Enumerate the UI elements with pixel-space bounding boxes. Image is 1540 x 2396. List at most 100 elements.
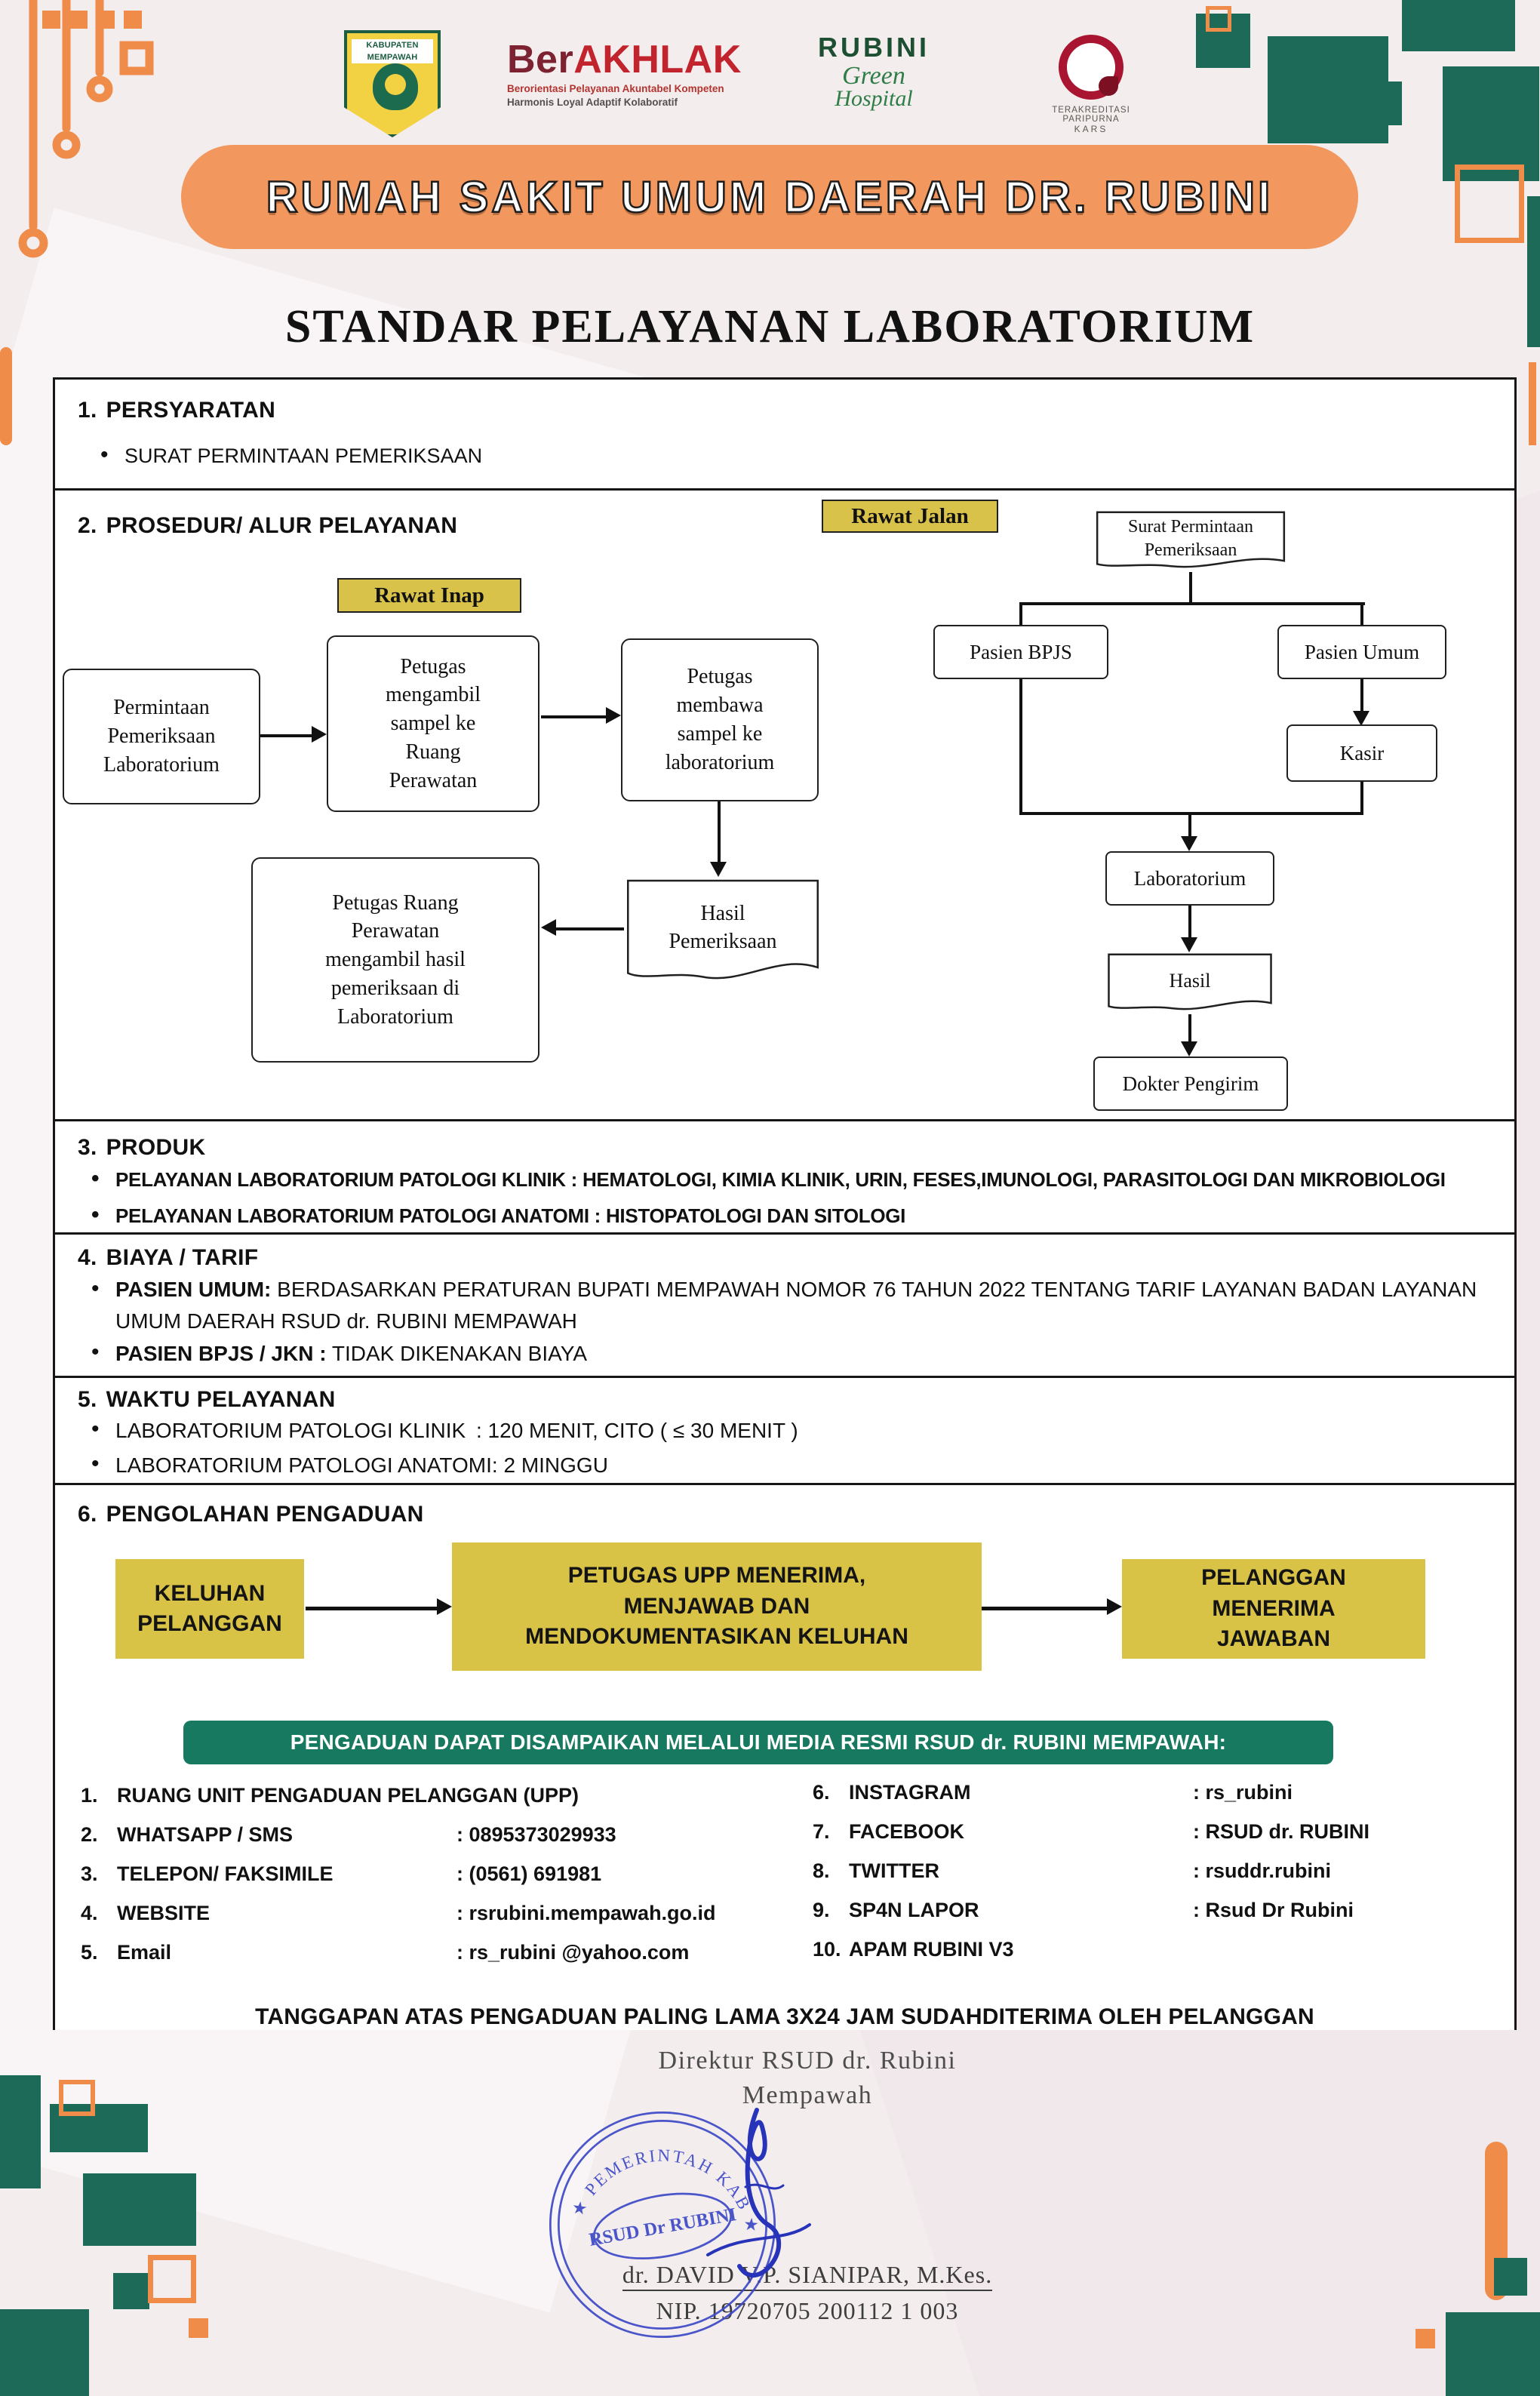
section-persyaratan: 1. PERSYARATAN SURAT PERMINTAAN PEMERIKS…	[55, 380, 1514, 488]
section-title: PRODUK	[106, 1135, 206, 1160]
deco-orange-square	[42, 11, 60, 29]
deco-teal-rect	[0, 2075, 41, 2188]
deco-teal-rect	[1446, 2312, 1540, 2396]
berakhlak-tagline-2: Harmonis Loyal Adaptif Kolaboratif	[507, 96, 678, 108]
section-title: PENGOLAHAN PENGADUAN	[106, 1502, 424, 1527]
flow-line	[1360, 602, 1363, 626]
contact-row: 9.SP4N LAPOR: Rsud Dr Rubini	[813, 1899, 1354, 1921]
section-produk: 3. PRODUK PELAYANAN LABORATORIUM PATOLOG…	[55, 1119, 1514, 1232]
tariff-item: PASIEN UMUM: BERDASARKAN PERATURAN BUPAT…	[90, 1272, 1486, 1337]
rubini-green-script: Green	[842, 62, 905, 90]
director-name: dr. DAVID V.P. SIANIPAR, M.Kes.	[355, 2261, 1260, 2291]
service-time-item: LABORATORIUM PATOLOGI KLINIK: 120 MENIT,…	[90, 1416, 798, 1443]
section-number: 1.	[78, 398, 97, 423]
section-number: 5.	[78, 1387, 97, 1412]
deco-orange-square	[1416, 2329, 1435, 2348]
flow-arrow-down	[1181, 1041, 1197, 1057]
contact-row: 10.APAM RUBINI V3	[813, 1938, 1014, 1961]
contact-row: 5.Email: rs_rubini @yahoo.com	[81, 1941, 690, 1964]
flow-line	[1019, 602, 1022, 626]
flow-line	[306, 1607, 437, 1610]
flow-node-kasir: Kasir	[1286, 724, 1437, 782]
flow-line	[556, 927, 624, 930]
berakhlak-rest: AKHLAK	[573, 38, 742, 82]
flow-line	[1188, 1014, 1191, 1044]
flow-line	[982, 1607, 1107, 1610]
deco-teal-rect	[1402, 0, 1515, 51]
deco-teal-rect	[1358, 82, 1402, 125]
hospital-name: RUMAH SAKIT UMUM DAERAH DR. RUBINI	[265, 171, 1274, 223]
contact-row: 1.RUANG UNIT PENGADUAN PELANGGAN (UPP)	[81, 1784, 579, 1807]
flow-node-permintaan: Permintaan Pemeriksaan Laboratorium	[63, 669, 260, 804]
content-box: 1. PERSYARATAN SURAT PERMINTAAN PEMERIKS…	[53, 377, 1517, 2030]
flow-line	[1019, 679, 1022, 815]
contact-row: 6.INSTAGRAM: rs_rubini	[813, 1781, 1293, 1804]
crest-shield: KABUPATEN MEMPAWAH	[344, 30, 441, 137]
flow-line	[1019, 812, 1363, 815]
flow-line	[1360, 782, 1363, 815]
service-time-item: LABORATORIUM PATOLOGI ANATOMI: 2 MINGGU	[90, 1451, 608, 1478]
requirement-item: SURAT PERMINTAAN PEMERIKSAAN	[99, 442, 482, 468]
director-title-line-2: Mempawah	[742, 2081, 873, 2109]
flow-doc-hasil: Hasil	[1105, 952, 1274, 1016]
flow-node-pasien-umum: Pasien Umum	[1277, 625, 1446, 679]
section-title: WAKTU PELAYANAN	[106, 1387, 336, 1412]
hospital-name-banner: RUMAH SAKIT UMUM DAERAH DR. RUBINI	[181, 145, 1358, 249]
contact-row: 4.WEBSITE: rsrubini.mempawah.go.id	[81, 1902, 716, 1924]
deco-teal-rect	[1443, 66, 1539, 181]
section-pengaduan: 6. PENGOLAHAN PENGADUAN KELUHAN PELANGGA…	[55, 1483, 1514, 2030]
kars-ring-icon	[1059, 35, 1123, 100]
director-title-line-1: Direktur RSUD dr. Rubini	[658, 2047, 957, 2075]
flow-arrow-down	[1181, 836, 1197, 851]
section-prosedur: 2. PROSEDUR/ ALUR PELAYANAN Rawat Inap R…	[55, 488, 1514, 1119]
contacts-right-column: 6.INSTAGRAM: rs_rubini 7.FACEBOOK: RSUD …	[813, 1781, 1369, 1977]
contacts-left-column: 1.RUANG UNIT PENGADUAN PELANGGAN (UPP) 2…	[81, 1784, 716, 1980]
rawat-inap-tag: Rawat Inap	[337, 578, 521, 613]
berakhlak-prefix: Ber	[507, 38, 574, 82]
mempawah-crest-logo: KABUPATEN MEMPAWAH	[344, 30, 441, 137]
flow-arrow-down	[710, 862, 727, 877]
contact-row: 3.TELEPON/ FAKSIMILE: (0561) 691981	[81, 1862, 602, 1885]
section-title: PERSYARATAN	[106, 398, 276, 423]
section-number: 6.	[78, 1502, 97, 1527]
flow-line	[1188, 906, 1191, 940]
rawat-jalan-tag: Rawat Jalan	[822, 500, 998, 533]
complaint-response-note: TANGGAPAN ATAS PENGADUAN PALING LAMA 3X2…	[255, 2004, 1314, 2029]
deco-teal-rect	[1494, 2258, 1527, 2296]
tariff-item: PASIEN BPJS / JKN : TIDAK DIKENAKAN BIAY…	[90, 1339, 587, 1366]
berakhlak-logo: BerAKHLAK Berorientasi Pelayanan Akuntab…	[507, 39, 764, 108]
kars-accreditation-logo: TERAKREDITASI PARIPURNA KARS	[1023, 35, 1159, 134]
rubini-wordmark: RUBINI	[818, 32, 930, 63]
flow-arrow-right	[437, 1598, 452, 1615]
flow-node-pasien-bpjs: Pasien BPJS	[933, 625, 1108, 679]
deco-orange-square	[124, 11, 142, 29]
flow-line	[541, 715, 606, 718]
flow-node-laboratorium: Laboratorium	[1105, 851, 1274, 906]
flow-arrow-right	[606, 707, 621, 724]
flow-line	[718, 801, 721, 863]
deco-orange-outline-square	[59, 2080, 95, 2116]
section-number: 2.	[78, 513, 97, 538]
deco-orange-bar	[1529, 362, 1536, 445]
flow-node-bawa-sampel: Petugas membawa sampel ke laboratorium	[621, 638, 819, 801]
page-title: STANDAR PELAYANAN LABORATORIUM	[284, 301, 1256, 352]
berakhlak-tagline-1: Berorientasi Pelayanan Akuntabel Kompete…	[507, 82, 724, 94]
section-number: 4.	[78, 1245, 97, 1270]
deco-orange-outline-square	[148, 2255, 196, 2303]
flow-doc-surat-permintaan: Surat Permintaan Pemeriksaan	[1093, 510, 1288, 574]
flow-line	[1360, 679, 1363, 714]
flow-line	[1188, 812, 1191, 839]
flow-arrow-right	[1107, 1598, 1122, 1615]
flow-node-ambil-sampel: Petugas mengambil sampel ke Ruang Perawa…	[327, 635, 539, 812]
flow-node-dokter-pengirim: Dokter Pengirim	[1093, 1057, 1288, 1111]
deco-teal-bar	[1527, 196, 1540, 347]
deco-orange-outline-square	[1455, 165, 1524, 243]
deco-teal-rect	[0, 2309, 89, 2396]
complaint-flow-box-3: PELANGGAN MENERIMA JAWABAN	[1122, 1559, 1425, 1659]
product-item: PELAYANAN LABORATORIUM PATOLOGI KLINIK :…	[90, 1166, 1501, 1192]
crest-caption: KABUPATEN MEMPAWAH	[352, 39, 433, 63]
flow-arrow-down	[1181, 937, 1197, 952]
deco-teal-rect	[113, 2273, 149, 2309]
flow-arrow-left	[541, 919, 556, 936]
